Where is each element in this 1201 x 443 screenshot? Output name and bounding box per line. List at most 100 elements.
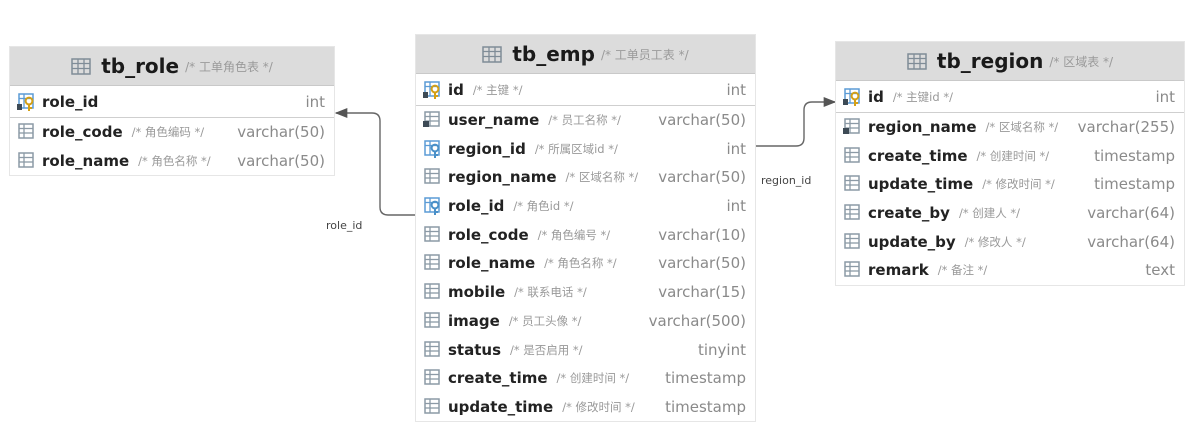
column-row[interactable]: role_code/* 角色编码 */varchar(50) [10, 118, 334, 147]
column-name: create_by [868, 204, 950, 223]
column-comment: /* 员工头像 */ [508, 313, 582, 328]
table-icon [907, 52, 927, 70]
column-icon [423, 368, 443, 388]
column-type: int [726, 139, 746, 158]
column-type: varchar(64) [1087, 204, 1175, 223]
column-type: tinyint [698, 340, 746, 359]
column-row[interactable]: id/* 主键id */int [836, 83, 1184, 113]
column-comment: /* 主键 */ [472, 83, 523, 98]
column-icon [843, 232, 863, 252]
column-comment: /* 角色id */ [513, 199, 574, 214]
column-icon [423, 167, 443, 187]
column-type: varchar(15) [658, 283, 746, 302]
indexed-column-icon [843, 117, 863, 137]
column-name: role_name [42, 151, 130, 170]
column-row[interactable]: status /* 是否启用 */ tinyint [416, 335, 755, 364]
column-row[interactable]: update_by/* 修改人 */varchar(64) [836, 227, 1184, 256]
column-row[interactable]: remark/* 备注 */text [836, 256, 1184, 285]
column-row[interactable]: create_by /* 创建人 */ varchar(64) [836, 199, 1184, 228]
column-icon [423, 282, 443, 302]
column-type: varchar(64) [1087, 232, 1175, 251]
column-comment: /* 是否启用 */ [510, 342, 583, 357]
column-icon [17, 122, 37, 142]
column-icon [423, 397, 443, 417]
primary-key-icon [843, 87, 863, 107]
column-name: status [448, 340, 501, 359]
relation-label-role: role_id [326, 219, 363, 232]
column-type: varchar(50) [658, 111, 746, 130]
column-name: create_time [868, 146, 968, 165]
column-row[interactable]: update_time/* 修改时间 */timestamp [836, 170, 1184, 199]
column-row[interactable]: region_name /* 区域名称 */ varchar(255) [836, 113, 1184, 142]
column-icon [423, 340, 443, 360]
column-name: role_name [448, 254, 536, 273]
column-row[interactable]: role_name/* 角色名称 */varchar(50) [416, 249, 755, 278]
column-row[interactable]: region_name/* 区域名称 */varchar(50) [416, 163, 755, 192]
column-type: int [726, 197, 746, 216]
column-name: create_time [448, 369, 548, 388]
column-comment: /* 联系电话 */ [514, 285, 587, 300]
column-name: region_id [448, 139, 526, 158]
column-row[interactable]: create_time /* 创建时间 */ timestamp [836, 141, 1184, 170]
column-row[interactable]: role_id /* 角色id */ int [416, 192, 755, 221]
column-icon [17, 151, 37, 171]
column-comment: /* 角色编码 */ [131, 125, 205, 140]
column-comment: /* 修改时间 */ [562, 399, 635, 414]
column-name: role_code [448, 225, 529, 244]
column-type: varchar(50) [658, 254, 746, 273]
column-row[interactable]: role_code /* 角色编号 */ varchar(10) [416, 220, 755, 249]
column-comment: /* 创建时间 */ [976, 148, 1050, 163]
column-name: update_time [868, 175, 974, 194]
column-row[interactable]: id/* 主键 */int [416, 76, 755, 106]
column-name: mobile [448, 283, 506, 302]
column-name: role_id [448, 197, 505, 216]
column-row[interactable]: update_time/* 修改时间 */timestamp [416, 393, 755, 422]
column-type: varchar(50) [237, 151, 325, 170]
relation-line-region[interactable] [756, 96, 837, 147]
table-name: tb_emp [512, 42, 595, 66]
table-header[interactable]: tb_emp/* 工单员工表 */ [416, 35, 755, 74]
table-name: tb_region [936, 49, 1044, 73]
column-comment: /* 角色编号 */ [537, 227, 611, 242]
primary-key-icon [423, 80, 443, 100]
column-row[interactable]: role_name/* 角色名称 */varchar(50) [10, 146, 334, 175]
column-row[interactable]: create_time/* 创建时间 */timestamp [416, 364, 755, 393]
column-comment: /* 区域名称 */ [565, 170, 639, 185]
column-row[interactable]: region_id /* 所属区域id */ int [416, 134, 755, 163]
column-name: user_name [448, 111, 540, 130]
table-header[interactable]: tb_region /* 区域表 */ [836, 42, 1184, 81]
column-comment: /* 区域名称 */ [985, 120, 1059, 135]
column-row[interactable]: image/* 员工头像 */varchar(500) [416, 307, 755, 336]
relation-line-role[interactable] [334, 107, 416, 216]
column-type: varchar(10) [658, 225, 746, 244]
column-row[interactable]: user_name/* 员工名称 */varchar(50) [416, 106, 755, 135]
column-type: varchar(255) [1077, 118, 1175, 137]
relation-label-region: region_id [761, 174, 812, 187]
column-type: timestamp [665, 369, 746, 388]
column-icon [423, 225, 443, 245]
column-name: region_name [868, 118, 977, 137]
table-comment: /* 区域表 */ [1049, 54, 1114, 69]
column-row[interactable]: mobile /* 联系电话 */ varchar(15) [416, 278, 755, 307]
column-type: timestamp [665, 397, 746, 416]
column-icon [843, 260, 863, 280]
table-header[interactable]: tb_role/* 工单角色表 */ [10, 47, 334, 86]
column-type: varchar(50) [658, 168, 746, 187]
column-comment: /* 创建人 */ [958, 206, 1021, 221]
indexed-column-icon [423, 110, 443, 130]
column-type: int [1155, 88, 1175, 107]
column-type: timestamp [1094, 146, 1175, 165]
foreign-key-icon [423, 139, 443, 159]
column-icon [843, 203, 863, 223]
column-comment: /* 所属区域id */ [534, 141, 618, 156]
column-comment: /* 修改时间 */ [982, 177, 1055, 192]
table-comment: /* 工单角色表 */ [185, 59, 273, 74]
column-icon [843, 146, 863, 166]
